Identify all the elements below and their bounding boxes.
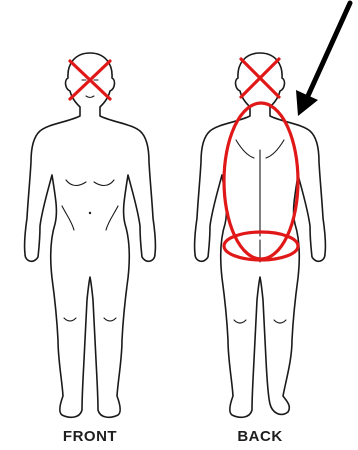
- front-knee-left: [64, 318, 76, 321]
- front-face-mouth: [86, 96, 94, 98]
- back-label: BACK: [224, 428, 296, 445]
- back-shoulder-blade-left: [236, 140, 254, 158]
- buttocks-ellipse: [224, 232, 298, 260]
- front-abdomen-left: [62, 206, 74, 230]
- back-shoulder-blade-right: [266, 140, 284, 158]
- front-chest-right: [94, 180, 114, 186]
- back-head-cross: [241, 59, 279, 97]
- front-body-outline: [25, 53, 156, 417]
- arrow-shaft: [307, 3, 350, 98]
- front-head-cross: [70, 61, 110, 99]
- front-knee-right: [104, 318, 116, 321]
- arrow-icon: [296, 3, 350, 116]
- front-abdomen-right: [106, 206, 118, 230]
- front-figure: [25, 53, 156, 417]
- front-chest-left: [66, 180, 86, 186]
- back-knee-left: [234, 320, 246, 323]
- front-navel: [89, 212, 91, 214]
- front-label: FRONT: [54, 428, 126, 445]
- back-knee-right: [274, 320, 286, 323]
